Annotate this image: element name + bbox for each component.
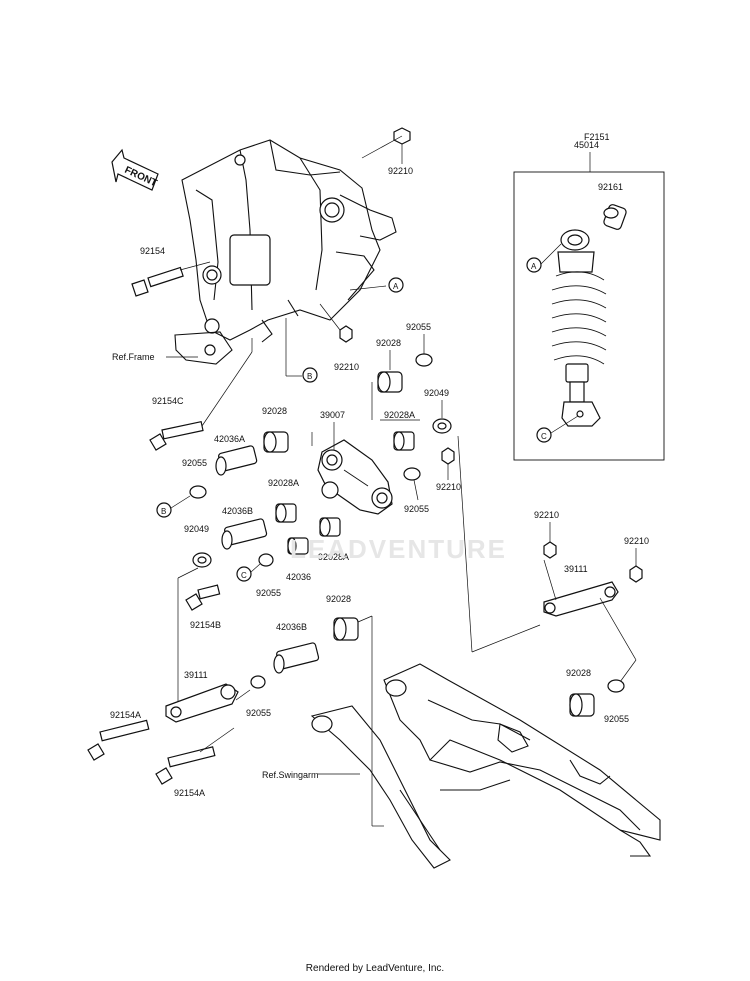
label-42036B-b: 42036B — [276, 622, 307, 632]
bushing-92028A-c — [319, 517, 341, 537]
collar-42036A — [215, 445, 258, 476]
washer-92049-a — [432, 418, 452, 434]
footer-credit: Rendered by LeadVenture, Inc. — [305, 963, 445, 974]
callout-c-shock: C — [541, 432, 547, 441]
rocker-arm-39007 — [317, 439, 393, 515]
oring-92055-a — [415, 353, 433, 367]
callout-c-left: C — [241, 571, 247, 580]
bolt-92154 — [131, 261, 211, 297]
label-92055-c: 92055 — [182, 458, 207, 468]
callout-a-shock: A — [531, 262, 537, 271]
callout-a-frame: A — [393, 282, 399, 291]
ref-frame-label: Ref.Frame — [112, 352, 155, 362]
label-92055-b: 92055 — [404, 504, 429, 514]
label-92161: 92161 — [598, 182, 623, 192]
callout-b-left: B — [161, 507, 166, 516]
bushing-92028A-b — [275, 503, 297, 523]
oring-92055-b — [403, 467, 421, 481]
label-92055-a: 92055 — [406, 322, 431, 332]
swingarm-drawing — [310, 663, 661, 869]
label-92210-c: 92210 — [436, 482, 461, 492]
bolt-92154B — [185, 584, 221, 611]
oring-92055-d — [258, 553, 274, 567]
label-92154A-b: 92154A — [174, 788, 205, 798]
label-42036: 42036 — [286, 572, 311, 582]
ref-swingarm-label: Ref.Swingarm — [262, 770, 319, 780]
label-92154A-a: 92154A — [110, 710, 141, 720]
bolt-92154A-a — [87, 719, 150, 761]
label-92055-f: 92055 — [604, 714, 629, 724]
front-arrow-icon: FRONT — [111, 148, 159, 191]
label-92028A-b: 92028A — [268, 478, 299, 488]
collar-42036B-b — [273, 642, 320, 674]
oring-92055-c — [189, 485, 207, 499]
label-92028-d: 92028 — [566, 668, 591, 678]
bushing-92161 — [603, 204, 627, 230]
washer-92049-b — [192, 552, 212, 568]
bushing-92028-b — [263, 431, 289, 453]
nut-92210-c — [441, 447, 455, 465]
label-92028A-c: 92028A — [318, 552, 349, 562]
label-92049-a: 92049 — [424, 388, 449, 398]
label-42036A: 42036A — [214, 434, 245, 444]
watermark: LEADVENTURE — [290, 534, 508, 564]
label-92049-b: 92049 — [184, 524, 209, 534]
label-92028-b: 92028 — [262, 406, 287, 416]
shock-absorber-box — [513, 171, 665, 461]
label-45014: 45014 — [574, 140, 599, 150]
tie-rod-39111-b — [543, 581, 619, 617]
label-92154B: 92154B — [190, 620, 221, 630]
label-39111-a: 39111 — [184, 670, 208, 680]
label-39111-b: 39111 — [564, 564, 588, 574]
shock-absorber — [551, 229, 607, 427]
label-92210-d: 92210 — [534, 510, 559, 520]
figure-id: F2151 — [584, 132, 610, 142]
label-92210-top: 92210 — [388, 166, 413, 176]
bushing-92028-d — [569, 693, 595, 717]
label-92154C: 92154C — [152, 396, 184, 406]
oring-92055-f — [607, 679, 625, 693]
label-92154-top: 92154 — [140, 246, 165, 256]
tie-rod-39111-a — [165, 683, 239, 723]
label-39007: 39007 — [320, 410, 345, 420]
label-42036B-a: 42036B — [222, 506, 253, 516]
bushing-92028A-a — [393, 431, 415, 451]
label-92210-e: 92210 — [624, 536, 649, 546]
label-92055-e: 92055 — [246, 708, 271, 718]
label-92028A-a: 92028A — [384, 410, 415, 420]
bolt-92154C — [149, 420, 204, 451]
nut-92210-top — [361, 127, 411, 164]
collar-42036 — [287, 537, 309, 555]
bushing-92028-a — [377, 371, 403, 393]
label-92055-d: 92055 — [256, 588, 281, 598]
nut-92210-b — [319, 303, 353, 343]
oring-92055-e — [250, 675, 266, 689]
label-92028-a: 92028 — [376, 338, 401, 348]
label-92028-c: 92028 — [326, 594, 351, 604]
nut-92210-e — [629, 565, 643, 583]
callout-b-frame: B — [307, 372, 312, 381]
bushing-92028-c — [333, 617, 359, 641]
collar-42036B-a — [221, 518, 268, 550]
nut-92210-d — [543, 541, 557, 559]
frame-drawing — [174, 139, 397, 365]
label-92210-b: 92210 — [334, 362, 359, 372]
bolt-92154A-b — [155, 746, 216, 785]
